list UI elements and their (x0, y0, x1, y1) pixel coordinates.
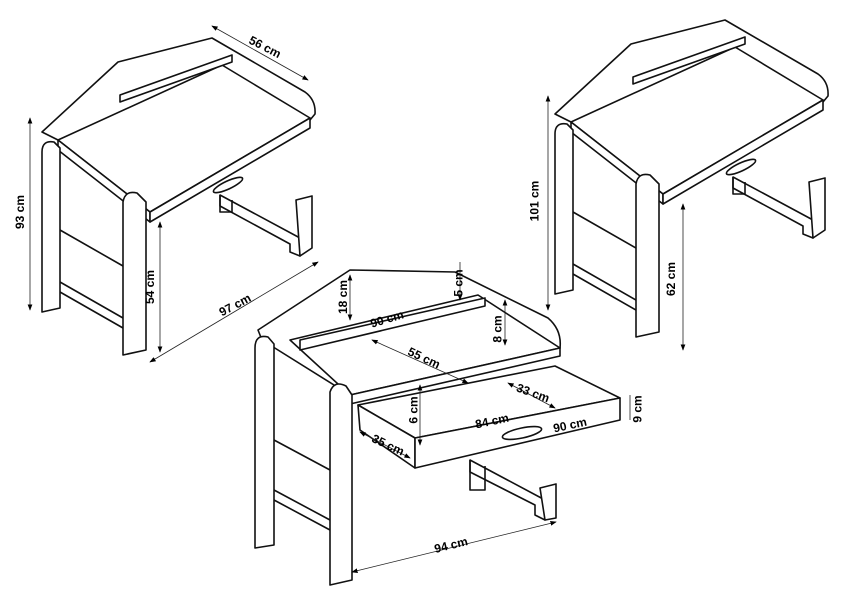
dim-line (371, 339, 469, 384)
dim-label-right-height: 101 cm (527, 180, 542, 222)
dim-label-left-height: 93 cm (13, 194, 28, 230)
desk-right (554, 19, 829, 338)
dim-label-drawer-inner-height: 6 cm (406, 396, 421, 424)
dim-label-right-desk-height: 62 cm (664, 261, 679, 297)
dim-line (351, 521, 557, 573)
dim-line (507, 382, 556, 409)
dim-line (211, 25, 309, 81)
dim-label-shelf-height: 5 cm (451, 269, 466, 297)
dim-line (149, 261, 319, 363)
desk-left (41, 37, 316, 356)
dim-label-drawer-height: 9 cm (630, 395, 645, 423)
dim-label-gable-height: 18 cm (336, 279, 351, 315)
dim-label-left-desk-height: 54 cm (143, 269, 158, 305)
dim-line (359, 431, 411, 459)
dim-label-shelf-depth: 8 cm (490, 315, 505, 343)
